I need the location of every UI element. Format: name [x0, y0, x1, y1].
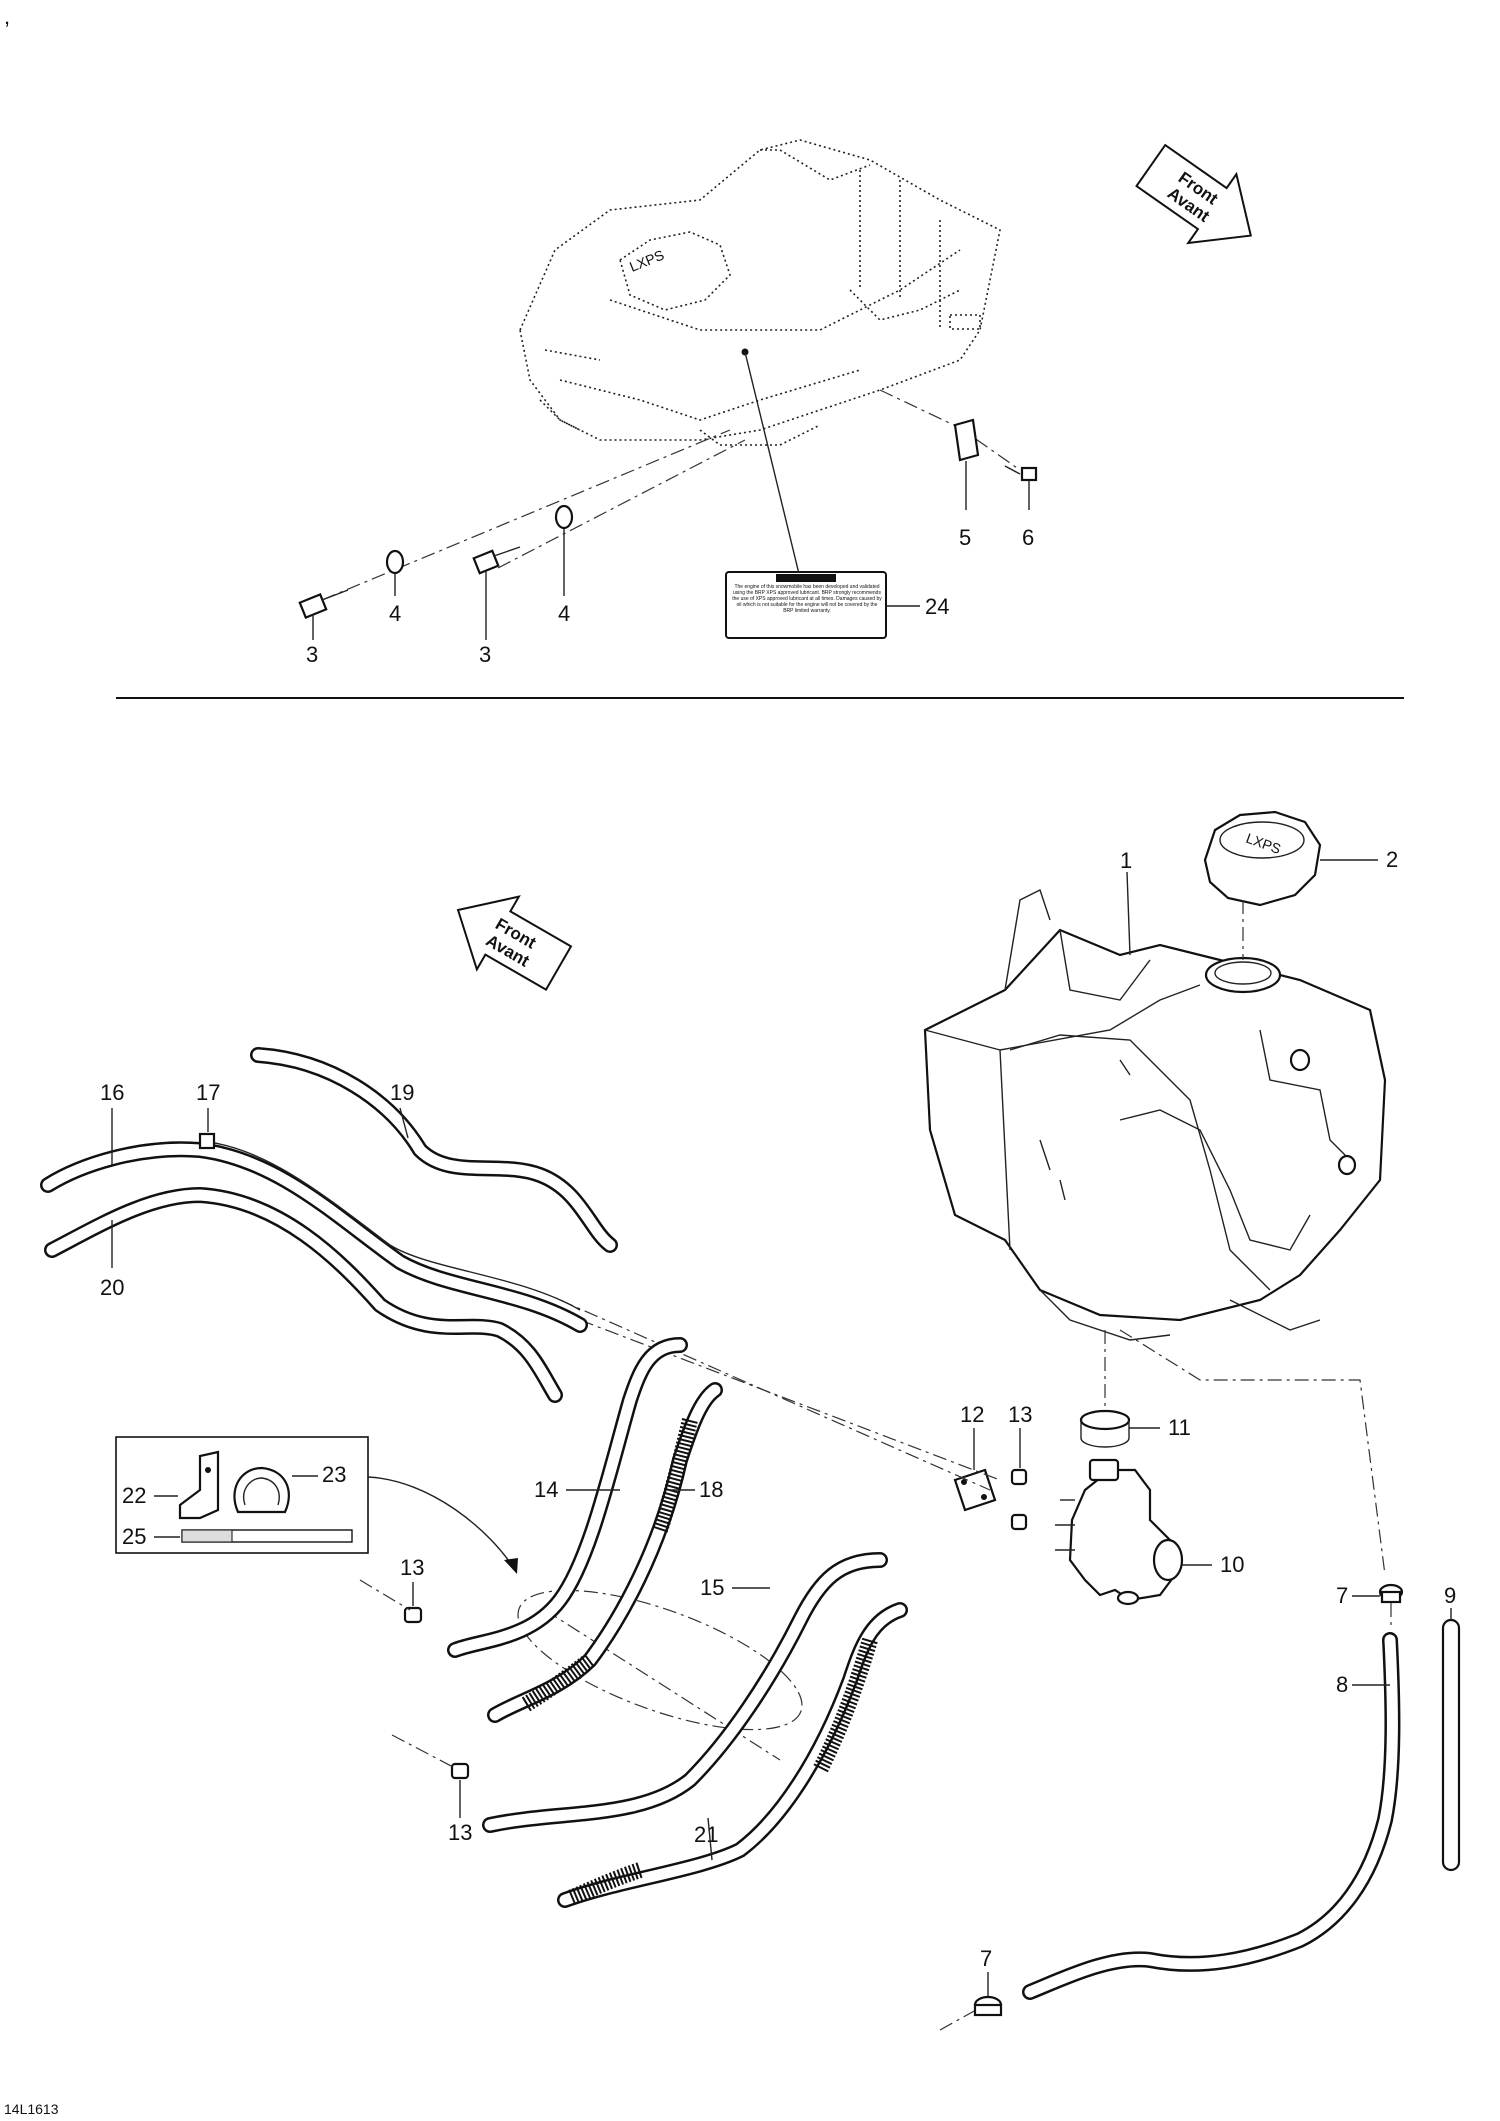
hose-21 — [557, 1602, 908, 1908]
screw-6 — [1004, 465, 1038, 482]
vent-hose-8 — [1022, 1632, 1401, 2000]
clamp-7b — [973, 1995, 1003, 2017]
nut-13d — [450, 1762, 470, 1780]
callout-10: 10 — [1220, 1552, 1244, 1577]
washer-4a — [385, 549, 405, 575]
oil-tank-assembly-top: LXPS — [519, 139, 1001, 446]
filler-cap-2: LXPS — [1203, 810, 1322, 907]
clamp-11 — [1079, 1409, 1131, 1448]
hose-16 — [40, 1141, 588, 1333]
callout-8: 8 — [1336, 1672, 1348, 1697]
inset-kit-box — [115, 1436, 369, 1554]
hose-19 — [250, 1047, 618, 1253]
tie-strap-23 — [233, 1466, 290, 1514]
bracket-22 — [178, 1450, 220, 1520]
oil-tank-1 — [923, 889, 1387, 1341]
callout-7-upper: 7 — [1336, 1583, 1348, 1608]
nut-13a — [1010, 1468, 1028, 1486]
callout-2: 2 — [1386, 847, 1398, 872]
front-direction-arrow-top: Front Avant — [1135, 143, 1253, 245]
corner-mark: , — [4, 4, 10, 29]
front-direction-arrow-bottom: Front Avant — [456, 895, 573, 992]
callout-13-left: 13 — [400, 1555, 424, 1580]
callout-9: 9 — [1444, 1583, 1456, 1608]
callout-13-top: 13 — [1008, 1402, 1032, 1427]
decal-text: The engine of this snowmobile has been d… — [732, 584, 882, 614]
clamp-7a — [1378, 1583, 1404, 1604]
callout-22: 22 — [122, 1483, 146, 1508]
hose-15 — [482, 1552, 888, 1833]
line-17 — [198, 1132, 581, 1311]
oil-pump-10 — [1055, 1458, 1184, 1606]
callout-7-lower: 7 — [980, 1946, 992, 1971]
drawing-code: 14L1613 — [4, 2101, 59, 2117]
washer-4b — [554, 504, 574, 530]
callout-16: 16 — [100, 1080, 124, 1105]
nut-13b — [1010, 1513, 1028, 1531]
nut-13c — [403, 1606, 423, 1624]
callout-17: 17 — [196, 1080, 220, 1105]
callout-1: 1 — [1120, 848, 1132, 873]
clip-nut-5 — [953, 418, 980, 462]
callout-23: 23 — [322, 1462, 346, 1487]
gasket-12 — [953, 1468, 997, 1512]
callout-12: 12 — [960, 1402, 984, 1427]
warning-decal-24: The engine of this snowmobile has been d… — [725, 571, 887, 639]
callout-25: 25 — [122, 1524, 146, 1549]
callout-3a: 3 — [306, 642, 318, 667]
callout-14: 14 — [534, 1477, 558, 1502]
callout-3b: 3 — [479, 642, 491, 667]
tube-9 — [1441, 1618, 1461, 1872]
hose-20 — [44, 1186, 563, 1403]
callout-18: 18 — [699, 1477, 723, 1502]
callout-20: 20 — [100, 1275, 124, 1300]
callout-4a: 4 — [389, 601, 401, 626]
hose-18 — [487, 1382, 723, 1723]
bolt-3b — [472, 546, 521, 575]
callout-5: 5 — [959, 525, 971, 550]
callout-6: 6 — [1022, 525, 1034, 550]
callout-13-bottom: 13 — [448, 1820, 472, 1845]
callout-19: 19 — [390, 1080, 414, 1105]
hose-14 — [447, 1337, 688, 1658]
callout-15: 15 — [700, 1575, 724, 1600]
callout-11: 11 — [1168, 1415, 1191, 1440]
callout-21: 21 — [694, 1822, 718, 1847]
callout-24: 24 — [925, 594, 949, 619]
bolt-3a — [298, 589, 349, 619]
callout-4b: 4 — [558, 601, 570, 626]
